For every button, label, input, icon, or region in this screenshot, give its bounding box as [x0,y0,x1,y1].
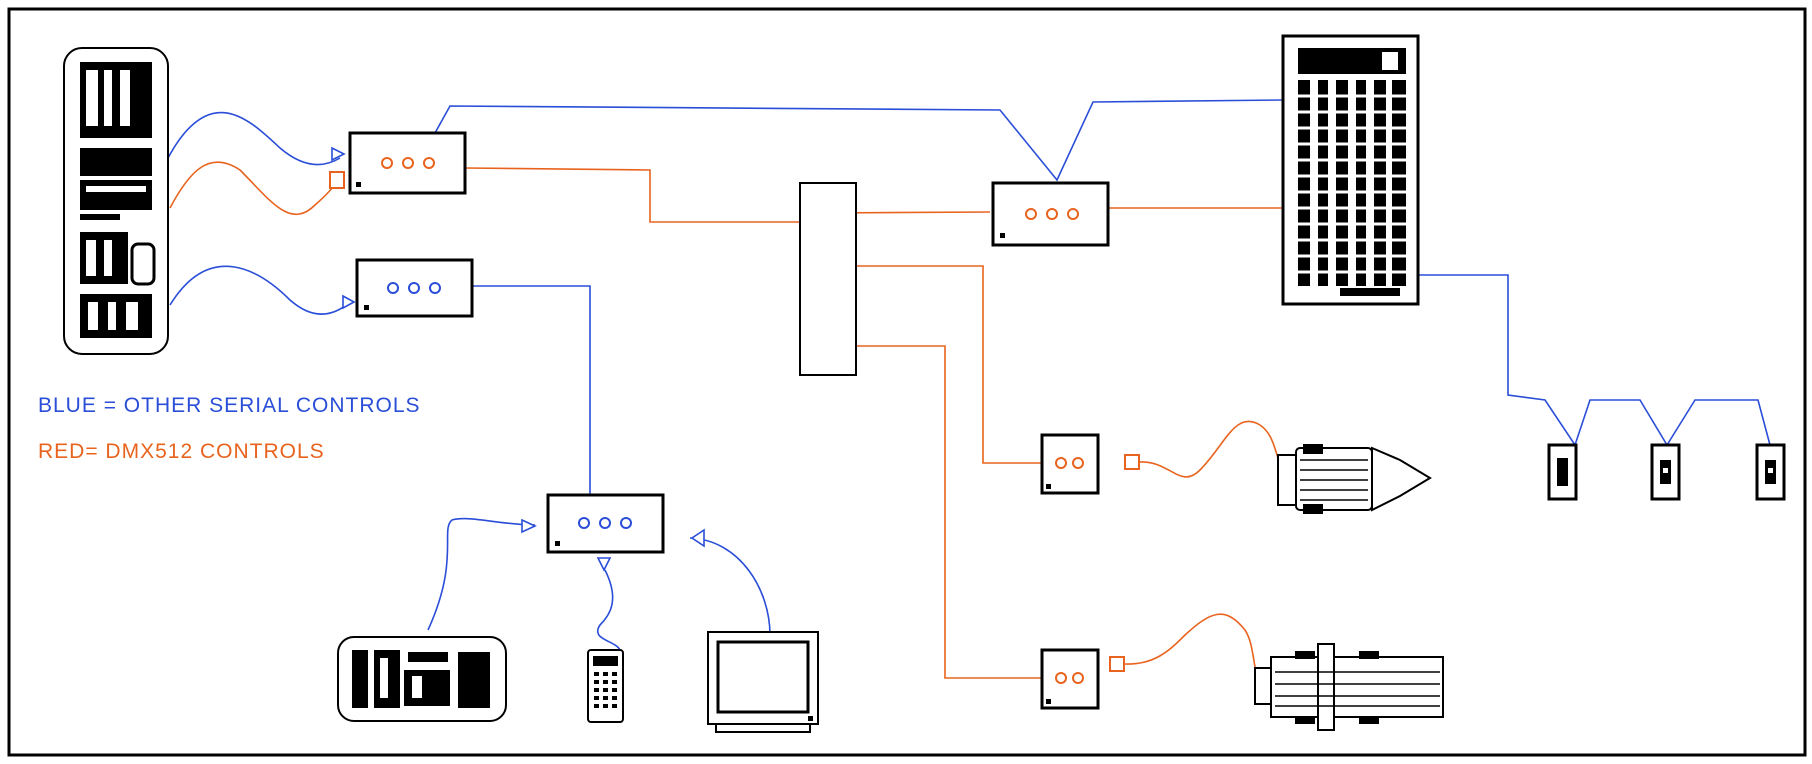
interface-hub [521,493,705,572]
serial-cable-hub-to-keypad [596,569,621,651]
wall-station-2 [1650,443,1681,501]
serial-cable-hub-to-monitor [689,537,771,636]
dmx-splitter [799,182,857,376]
computer-console [337,636,507,722]
wall-station-1 [1547,443,1578,501]
dmx-cable-splitter-to-node-2 [822,345,1042,679]
dmx-cable-interface-1-to-splitter [464,167,800,223]
monitor-display [707,631,819,733]
serial-cable-hub-to-computer [427,517,536,631]
dmx-node-2 [1040,648,1125,710]
light-fixture-ellipsoidal [1277,444,1432,514]
serial-cable-controller-to-interface-2 [169,265,351,315]
interface-box-2 [342,258,474,318]
keypad-remote [587,649,624,723]
dmx-node-1 [1040,433,1140,495]
serial-wiring [167,99,1771,651]
dmx-cable-node-1-to-light-1 [1138,420,1286,479]
dmx-cable-controller-to-interface-1 [169,161,339,216]
main-controller-unit [63,47,169,355]
wall-station-3 [1755,443,1786,501]
dmx-cable-splitter-to-node-1 [822,265,1042,464]
dimmer-rack [1281,34,1420,306]
serial-cable-rack-to-stations [1418,274,1771,447]
serial-cable-controller-to-interface-1 [167,111,341,166]
diagram-frame [7,7,1807,757]
serial-cable-interface-2-to-hub [470,285,591,495]
interface-box-3 [991,181,1110,247]
interface-box-1 [329,131,467,195]
legend-serial-controls: BLUE = OTHER SERIAL CONTROLS [38,394,421,417]
dmx-cable-node-2-to-light-2 [1124,613,1263,691]
legend-dmx-controls: RED= DMX512 CONTROLS [38,440,325,463]
light-fixture-wash [1254,643,1444,731]
serial-cable-interface-1-to-rack [434,99,1284,182]
dmx-wiring [169,161,1286,691]
